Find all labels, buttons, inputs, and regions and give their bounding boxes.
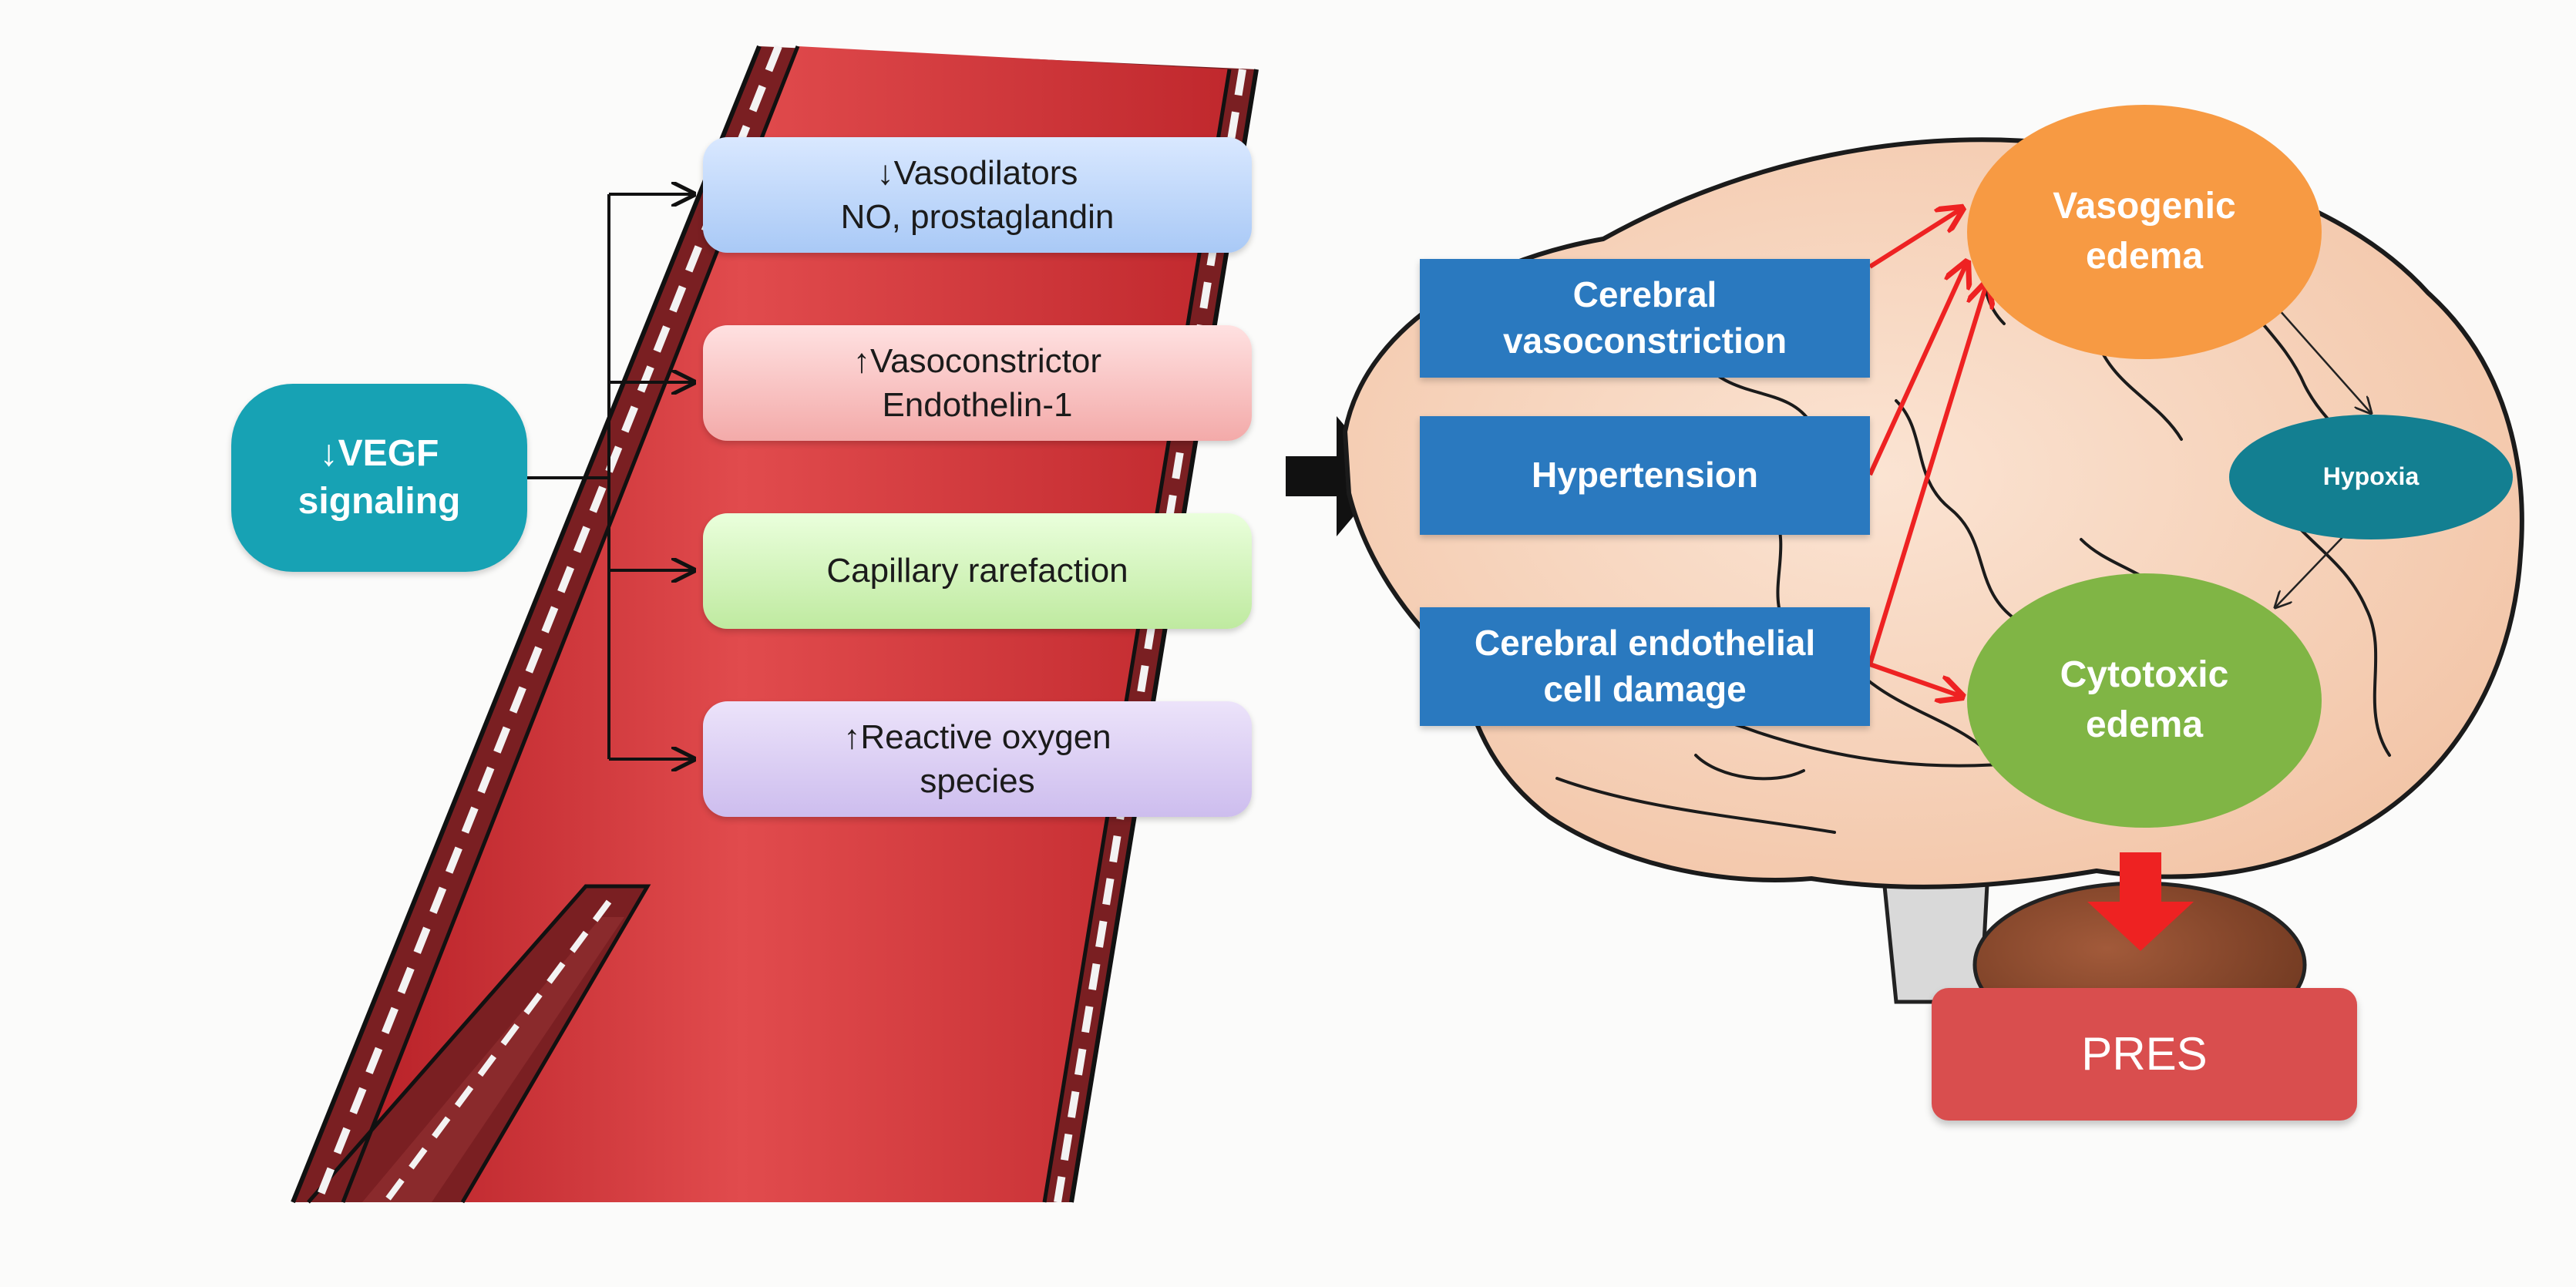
cytotoxic-line1: Cytotoxic (2060, 654, 2229, 696)
vasoconstrictor-line2: Endothelin-1 (882, 386, 1073, 424)
vasodilators-box: ↓Vasodilators NO, prostaglandin (703, 137, 1252, 253)
vasoconstrictor-box: ↑Vasoconstrictor Endothelin-1 (703, 325, 1252, 441)
vasodilators-line1: ↓Vasodilators (876, 153, 1078, 192)
vasogenic-line1: Vasogenic (2053, 186, 2236, 227)
hypoxia-arrows (2272, 301, 2371, 607)
reactive-oxygen-box: ↑Reactive oxygen species (703, 701, 1252, 817)
vegf-label-line2: signaling (298, 481, 461, 522)
hypoxia-label: Hypoxia (2322, 462, 2420, 491)
vegf-signaling-node: ↓VEGF signaling (231, 384, 527, 572)
cytotoxic-line2: edema (2085, 704, 2204, 745)
vasoconstrictor-line1: ↑Vasoconstrictor (853, 341, 1101, 380)
cause-arrows (1868, 208, 1987, 697)
endothelial-damage-box: Cerebral endothelial cell damage (1420, 607, 1870, 726)
reactive-oxygen-line1: ↑Reactive oxygen (843, 717, 1111, 756)
endothelial-damage-line1: Cerebral endothelial (1474, 623, 1816, 664)
vasodilators-line2: NO, prostaglandin (840, 198, 1115, 236)
vasogenic-line2: edema (2085, 236, 2204, 277)
pres-label: PRES (2081, 1028, 2208, 1080)
cytotoxic-edema-node: Cytotoxic edema (1967, 573, 2322, 828)
capillary-rarefaction-box: Capillary rarefaction (703, 513, 1252, 629)
vegf-label-line1: ↓VEGF (319, 432, 439, 474)
cerebral-vasoconstriction-line2: vasoconstriction (1502, 321, 1787, 361)
down-arrow (2087, 852, 2194, 951)
vegf-connectors (527, 194, 694, 759)
reactive-oxygen-line2: species (920, 762, 1035, 800)
hypoxia-node: Hypoxia (2229, 415, 2513, 539)
hypertension-box: Hypertension (1420, 416, 1870, 535)
cerebral-vasoconstriction-line1: Cerebral (1572, 274, 1717, 315)
cerebral-vasoconstriction-box: Cerebral vasoconstriction (1420, 259, 1870, 378)
vasogenic-edema-node: Vasogenic edema (1967, 105, 2322, 359)
pres-outcome-box: PRES (1932, 988, 2357, 1121)
capillary-rarefaction-line1: Capillary rarefaction (826, 552, 1128, 590)
endothelial-damage-line2: cell damage (1543, 669, 1747, 709)
hypertension-line1: Hypertension (1532, 455, 1758, 496)
